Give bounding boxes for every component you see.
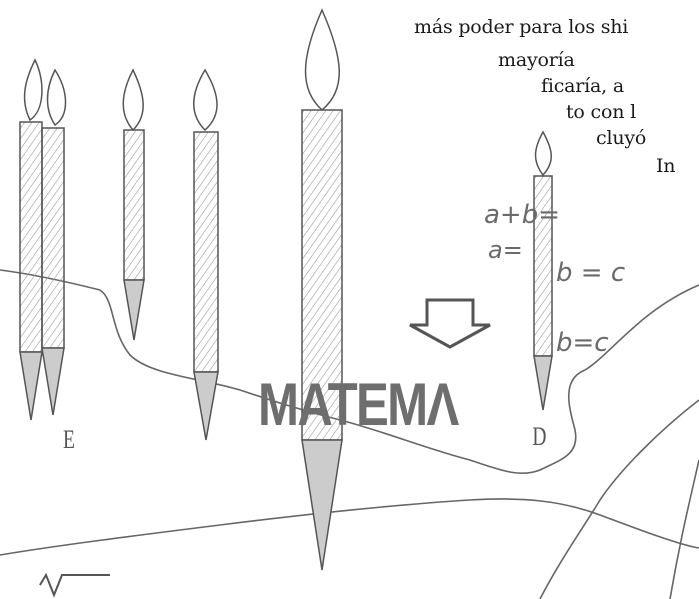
pencil-thin xyxy=(122,68,145,341)
equation-3: b = c xyxy=(556,258,626,288)
pencil-e-left xyxy=(19,58,43,421)
pencil-d xyxy=(533,130,553,411)
pencil-group xyxy=(19,8,553,571)
down-arrow-icon xyxy=(409,298,491,349)
equation-1: a+b= xyxy=(484,200,561,230)
watermark-word: MATEMΛ xyxy=(258,371,459,438)
letter-e: E xyxy=(62,425,75,454)
text-line-1: más poder para los shi xyxy=(414,16,629,38)
pencil-e-right xyxy=(41,68,67,416)
text-line-2: mayoría xyxy=(498,49,575,71)
radical-sign-icon xyxy=(39,572,110,598)
pencil-a xyxy=(301,8,343,571)
text-line-3: ficaría, a xyxy=(541,75,624,97)
letter-d: D xyxy=(532,422,547,451)
pencil-mid xyxy=(193,68,219,441)
text-line-4: to con l xyxy=(566,101,636,123)
text-line-5: cluyó xyxy=(596,127,647,149)
equation-4: b=c xyxy=(556,328,609,358)
map-contours xyxy=(0,269,699,599)
equation-2: a= xyxy=(488,236,523,264)
text-line-6: In xyxy=(656,155,676,177)
